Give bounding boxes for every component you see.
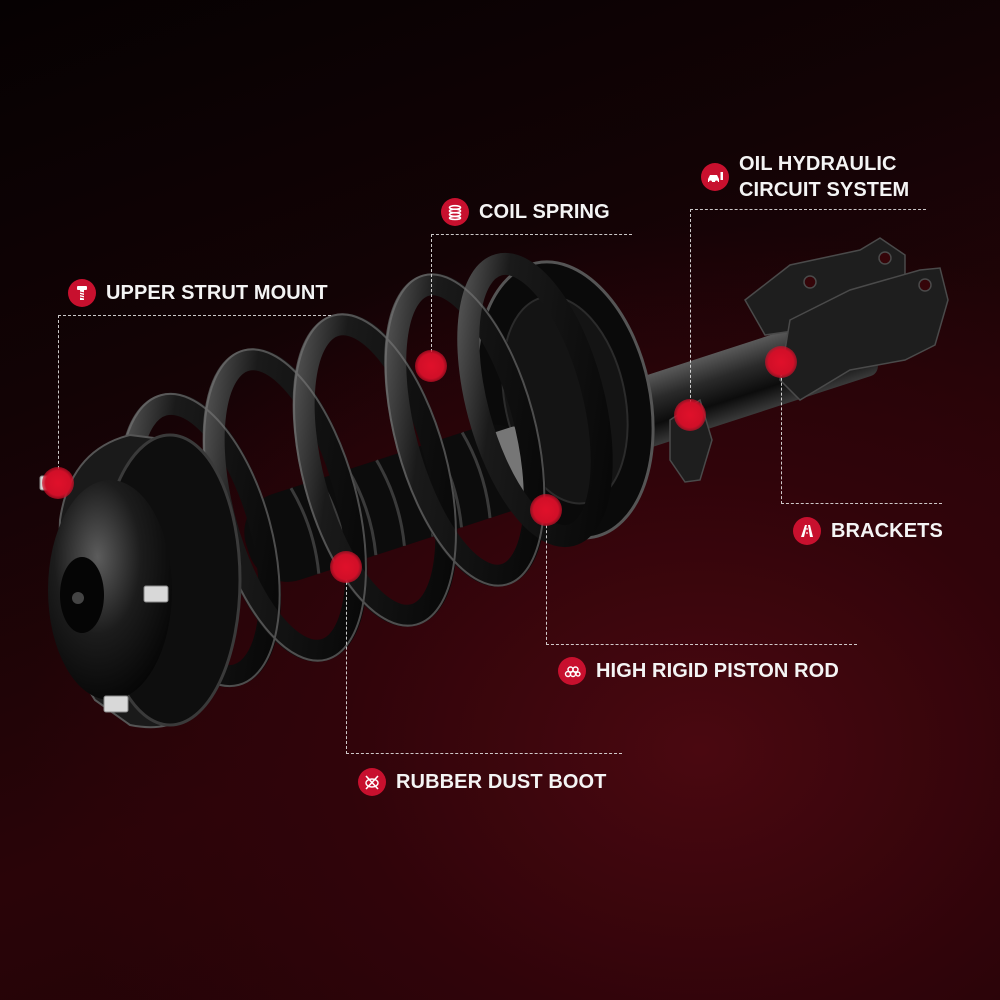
leader-oil-hydraulic	[690, 209, 926, 413]
bolt-icon	[68, 279, 96, 307]
callout-brackets: BRACKETS	[793, 517, 943, 545]
callout-oil-hydraulic: OIL HYDRAULIC CIRCUIT SYSTEM	[701, 151, 909, 203]
bracket-icon	[793, 517, 821, 545]
rods-icon	[558, 657, 586, 685]
leader-brackets	[781, 363, 942, 504]
callout-label-line1: OIL HYDRAULIC	[739, 153, 897, 175]
leader-coil-spring	[431, 234, 632, 367]
car-oil-icon	[701, 163, 729, 191]
marker-oil-hydraulic[interactable]	[674, 399, 706, 431]
leader-piston-rod	[546, 510, 857, 645]
leader-upper-strut-mount	[58, 315, 331, 484]
callout-label-line2: CIRCUIT SYSTEM	[739, 179, 910, 201]
marker-dust-boot[interactable]	[330, 551, 362, 583]
marker-upper-strut-mount[interactable]	[42, 467, 74, 499]
marker-coil-spring[interactable]	[415, 350, 447, 382]
callout-label: UPPER STRUT MOUNT	[106, 282, 328, 304]
no-dust-icon	[358, 768, 386, 796]
callout-upper-strut-mount: UPPER STRUT MOUNT	[68, 279, 328, 307]
callout-label: RUBBER DUST BOOT	[396, 771, 607, 793]
marker-piston-rod[interactable]	[530, 494, 562, 526]
callout-dust-boot: RUBBER DUST BOOT	[358, 768, 607, 796]
coil-icon	[441, 198, 469, 226]
marker-brackets[interactable]	[765, 346, 797, 378]
callout-piston-rod: HIGH RIGID PISTON ROD	[558, 657, 839, 685]
callout-label: COIL SPRING	[479, 201, 610, 223]
callout-coil-spring: COIL SPRING	[441, 198, 610, 226]
leader-dust-boot	[346, 567, 622, 754]
callout-label: HIGH RIGID PISTON ROD	[596, 660, 839, 682]
callout-label: BRACKETS	[831, 520, 943, 542]
